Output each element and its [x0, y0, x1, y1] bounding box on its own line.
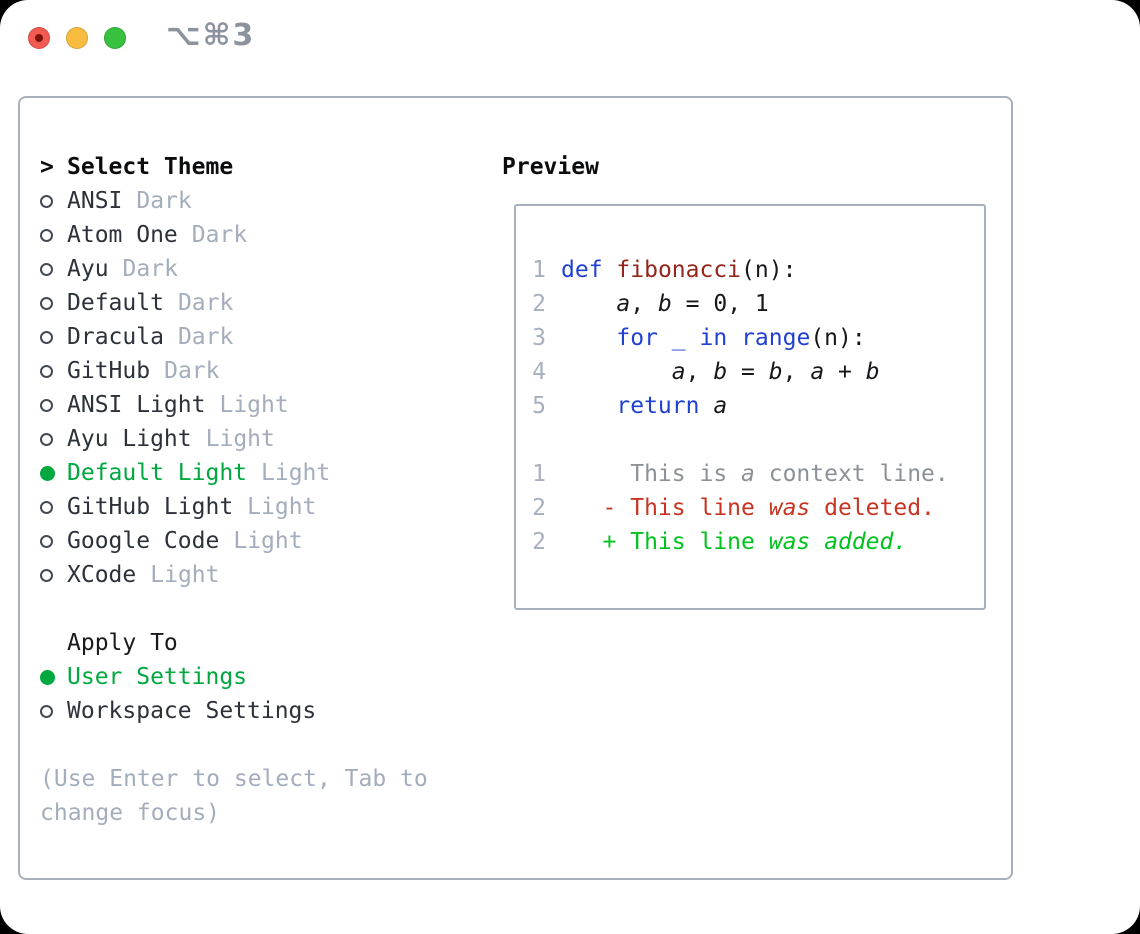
code-line: 5 return a — [516, 389, 984, 423]
theme-name: Ayu — [67, 256, 109, 282]
line-content: a, b = b, a + b — [671, 359, 880, 385]
apply-option-label: Workspace Settings — [67, 698, 317, 724]
code-line — [516, 423, 984, 457]
select-theme-title: Select Theme — [67, 154, 234, 180]
theme-variant-label: Light — [150, 562, 220, 588]
radio-icon — [40, 364, 67, 378]
radio-icon — [40, 194, 67, 208]
maximize-button[interactable] — [104, 27, 126, 49]
theme-option-google-code[interactable]: Google Code Light — [40, 524, 490, 558]
theme-option-default-light[interactable]: Default Light Light — [40, 456, 490, 490]
theme-name: XCode — [67, 562, 137, 588]
code-line: 2 a, b = 0, 1 — [516, 287, 984, 321]
theme-name: ANSI Light — [67, 392, 206, 418]
radio-icon — [40, 228, 67, 242]
theme-name: Google Code — [67, 528, 220, 554]
line-content: This is a context line. — [561, 461, 949, 487]
line-number: 1 — [532, 257, 546, 283]
theme-option-dracula[interactable]: Dracula Dark — [40, 320, 490, 354]
apply-to-title: Apply To — [67, 630, 178, 656]
theme-name: ANSI — [67, 188, 123, 214]
theme-variant-label: Dark — [164, 358, 220, 384]
code-line: 2 - This line was deleted. — [516, 491, 984, 525]
line-content: return a — [616, 393, 728, 419]
apply-option-workspace-settings[interactable]: Workspace Settings — [40, 694, 490, 728]
apply-to-header-row: Apply To — [40, 626, 490, 660]
code-line: 3 for _ in range(n): — [516, 321, 984, 355]
code-line: 2 + This line was added. — [516, 525, 984, 559]
theme-variant-label: Light — [219, 392, 289, 418]
line-content: a, b = 0, 1 — [616, 291, 769, 317]
spacer — [40, 592, 490, 626]
theme-name: Dracula — [67, 324, 164, 350]
radio-icon — [40, 534, 67, 548]
line-content: def fibonacci(n): — [561, 257, 797, 283]
line-content: - This line was deleted. — [561, 495, 935, 521]
radio-icon — [40, 568, 67, 582]
theme-option-ansi-light[interactable]: ANSI Light Light — [40, 388, 490, 422]
code-line: 1 This is a context line. — [516, 457, 984, 491]
theme-variant-label: Dark — [122, 256, 178, 282]
theme-name: Atom One — [67, 222, 178, 248]
line-content: for _ in range(n): — [616, 325, 866, 351]
theme-option-ansi[interactable]: ANSI Dark — [40, 184, 490, 218]
line-number: 2 — [532, 495, 546, 521]
apply-option-label: User Settings — [67, 664, 248, 690]
theme-option-ayu[interactable]: Ayu Dark — [40, 252, 490, 286]
theme-name: GitHub Light — [67, 494, 234, 520]
theme-option-ayu-light[interactable]: Ayu Light Light — [40, 422, 490, 456]
line-number: 1 — [532, 461, 546, 487]
line-number: 4 — [532, 359, 546, 385]
line-content: + This line was added. — [561, 529, 908, 555]
close-button[interactable] — [28, 27, 50, 49]
line-number: 3 — [532, 325, 546, 351]
unsaved-dot-icon — [35, 34, 43, 42]
code-line: 4 a, b = b, a + b — [516, 355, 984, 389]
theme-option-atom-one[interactable]: Atom One Dark — [40, 218, 490, 252]
line-number — [532, 423, 546, 457]
radio-icon — [40, 432, 67, 446]
radio-icon — [40, 704, 67, 718]
minimize-button[interactable] — [66, 27, 88, 49]
theme-option-xcode[interactable]: XCode Light — [40, 558, 490, 592]
theme-variant-label: Dark — [191, 222, 248, 248]
line-number: 2 — [532, 529, 546, 555]
apply-option-user-settings[interactable]: User Settings — [40, 660, 490, 694]
preview-title: Preview — [502, 154, 599, 180]
theme-option-default[interactable]: Default Dark — [40, 286, 490, 320]
radio-selected-icon — [40, 669, 67, 685]
radio-icon — [40, 398, 67, 412]
prompt-icon: > — [40, 154, 54, 180]
code-line: 1 def fibonacci(n): — [516, 253, 984, 287]
theme-name: Default Light — [67, 460, 248, 486]
theme-variant-label: Light — [233, 528, 303, 554]
spacer — [40, 728, 490, 762]
theme-variant-label: Dark — [177, 324, 234, 350]
theme-variant-label: Light — [247, 494, 317, 520]
theme-name: Ayu Light — [67, 426, 192, 452]
theme-option-github[interactable]: GitHub Dark — [40, 354, 490, 388]
line-number: 2 — [532, 291, 546, 317]
radio-icon — [40, 330, 67, 344]
theme-variant-label: Dark — [136, 188, 192, 214]
theme-variant-label: Light — [205, 426, 275, 452]
radio-selected-icon — [40, 465, 67, 481]
theme-option-github-light[interactable]: GitHub Light Light — [40, 490, 490, 524]
radio-icon — [40, 262, 67, 276]
select-theme-header-row: > Select Theme — [40, 150, 490, 184]
window-shortcut-label: ⌥⌘3 — [166, 18, 256, 53]
keyboard-hint: (Use Enter to select, Tab to change focu… — [40, 766, 428, 826]
line-number: 5 — [532, 393, 546, 419]
theme-name: Default — [67, 290, 164, 316]
theme-variant-label: Light — [261, 460, 331, 486]
radio-icon — [40, 296, 67, 310]
theme-variant-label: Dark — [177, 290, 234, 316]
radio-icon — [40, 500, 67, 514]
theme-name: GitHub — [67, 358, 151, 384]
